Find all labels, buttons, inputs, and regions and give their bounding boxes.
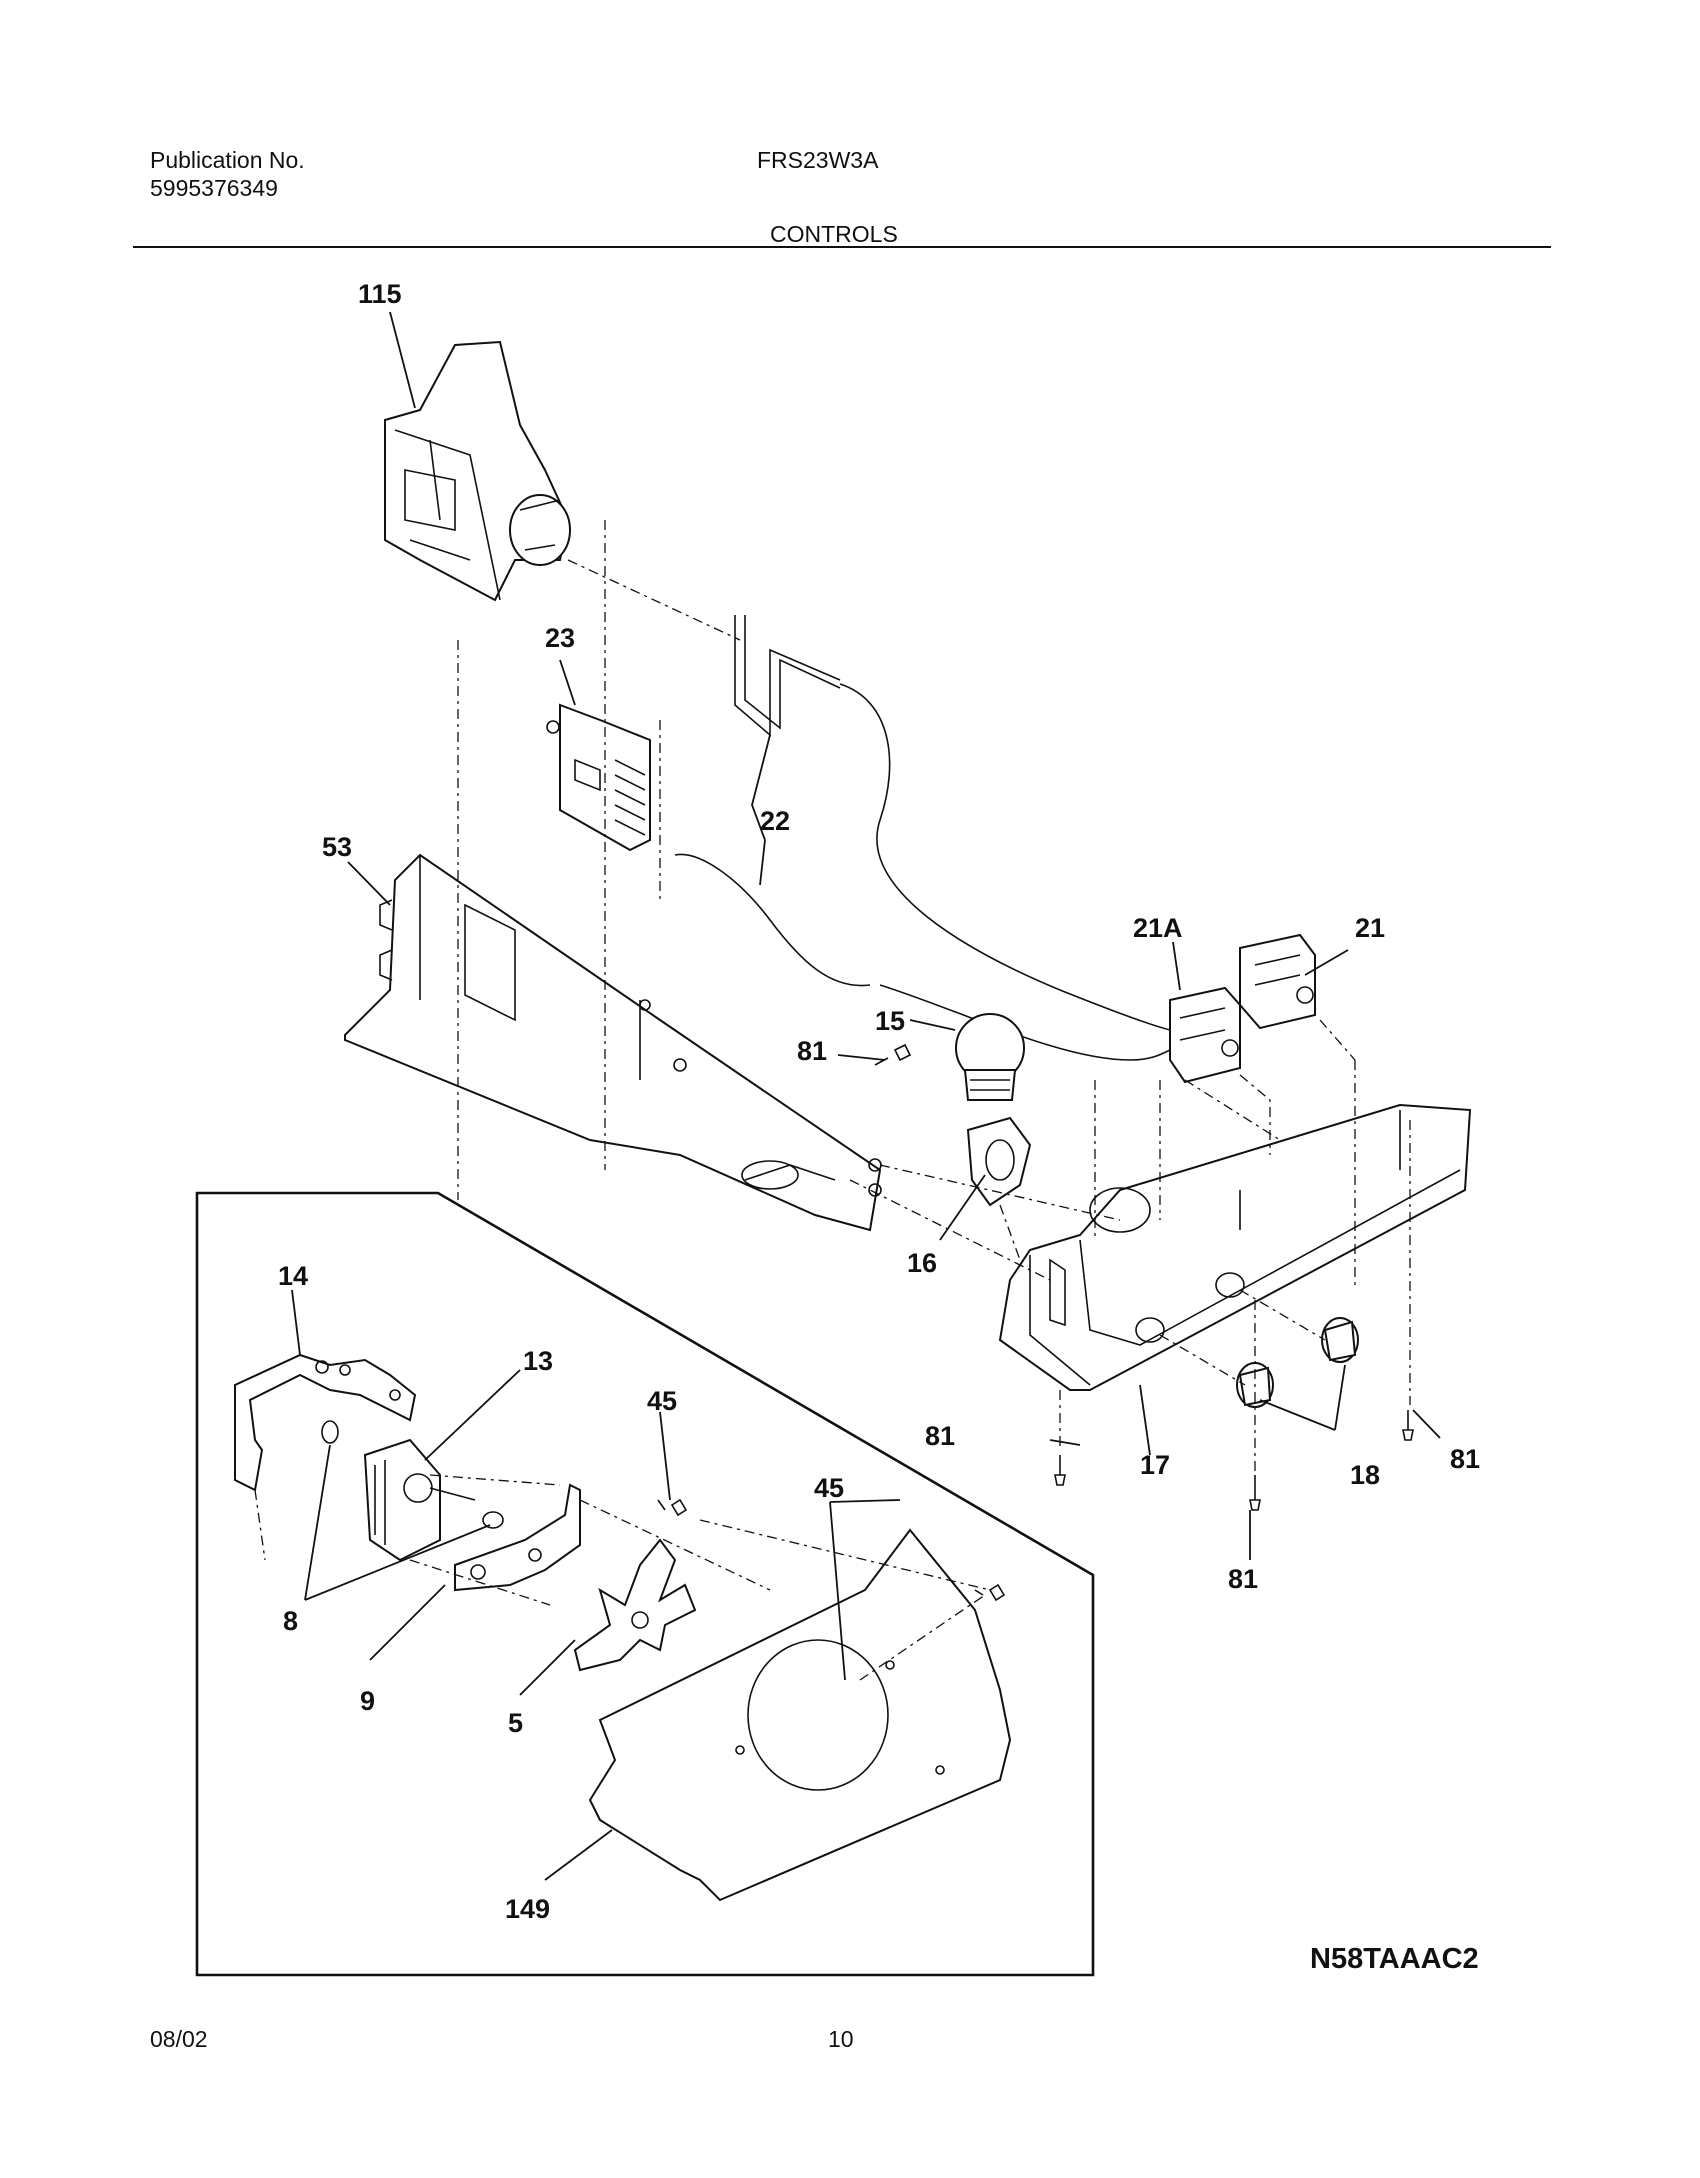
callout-22: 22: [760, 806, 790, 836]
callout-16: 16: [907, 1248, 937, 1278]
part-15-light-bulb: [955, 1013, 1025, 1101]
part-21-switch: [1239, 933, 1316, 1030]
callout-81-right: 81: [1450, 1444, 1480, 1474]
drawing-code: N58TAAAC2: [1310, 1943, 1479, 1975]
callout-149: 149: [505, 1894, 550, 1924]
model-number: FRS23W3A: [757, 147, 879, 173]
callout-17: 17: [1140, 1450, 1170, 1480]
callout-14: 14: [278, 1261, 308, 1291]
part-5-fan-blade: [573, 1538, 697, 1672]
footer-date: 08/02: [150, 2026, 208, 2052]
part-14-fan-bracket: [234, 1353, 417, 1492]
publication-label: Publication No.: [150, 147, 305, 173]
callout-81-upper: 81: [797, 1036, 827, 1066]
callout-21a: 21A: [1133, 913, 1183, 943]
part-115-housing: [384, 340, 571, 602]
section-title: CONTROLS: [770, 221, 898, 247]
leader-lines: [291, 311, 1441, 1881]
callout-81-bottom: 81: [1228, 1564, 1258, 1594]
part-17-control-housing: [998, 1103, 1472, 1391]
callout-5: 5: [508, 1708, 523, 1738]
part-16-lamp-socket: [966, 1116, 1032, 1207]
callout-15: 15: [875, 1006, 905, 1036]
callout-21: 21: [1355, 913, 1385, 943]
part-23-circuit-board: [546, 703, 651, 852]
callout-13: 13: [523, 1346, 553, 1376]
callout-53: 53: [322, 832, 352, 862]
part-8-grommets: [321, 1420, 504, 1529]
inset-frame: [195, 1191, 1095, 1977]
callout-18: 18: [1350, 1460, 1380, 1490]
callout-9: 9: [360, 1686, 375, 1716]
header-rule: [133, 246, 1551, 248]
page-number: 10: [828, 2026, 854, 2052]
callout-45-left: 45: [647, 1386, 677, 1416]
part-149-fan-cover: [588, 1528, 1012, 1902]
assembly-lines: [254, 520, 1411, 1681]
part-53-control-bracket: [344, 853, 882, 1232]
callout-81-left: 81: [925, 1421, 955, 1451]
part-21a-switch: [1169, 986, 1241, 1084]
callout-45-right: 45: [814, 1473, 844, 1503]
part-9-motor-bracket: [454, 1483, 581, 1592]
callout-8: 8: [283, 1606, 298, 1636]
part-22-sensor-wire: [674, 615, 1171, 1061]
publication-number: 5995376349: [150, 175, 278, 201]
callout-115: 115: [358, 279, 402, 309]
part-13-fan-motor: [363, 1438, 476, 1562]
callout-23: 23: [545, 623, 575, 653]
